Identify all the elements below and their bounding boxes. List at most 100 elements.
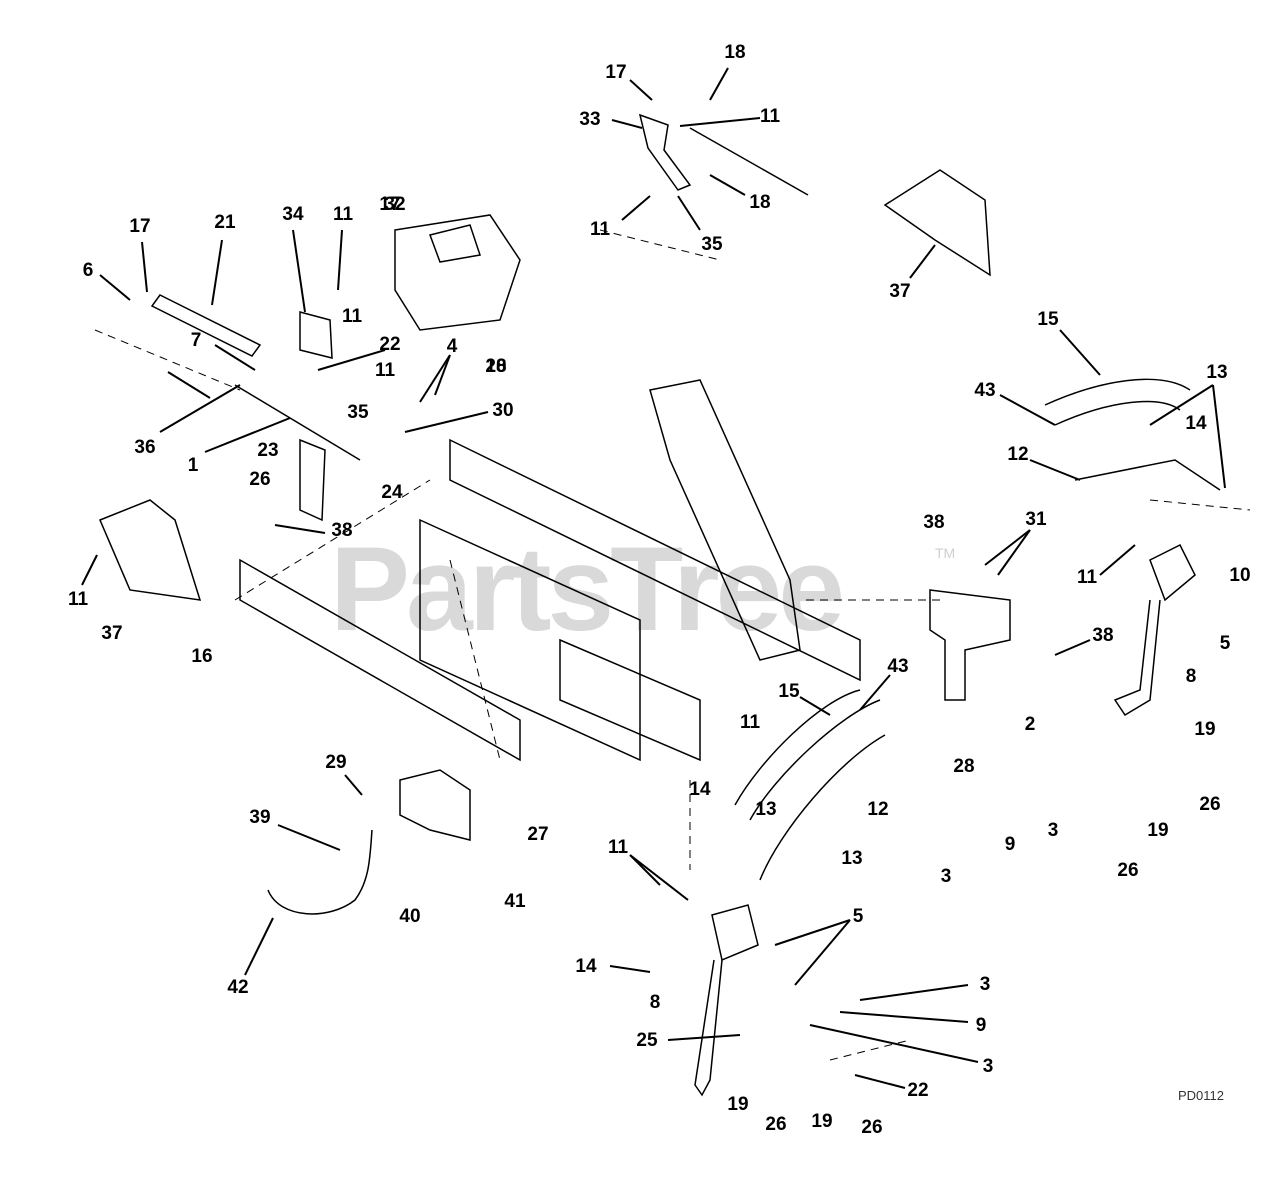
callout-label-36: 36 bbox=[134, 437, 155, 458]
diagram-code: PD0112 bbox=[1178, 1088, 1225, 1103]
callout-label-26: 26 bbox=[861, 1117, 882, 1138]
leader-13-b bbox=[1212, 384, 1226, 489]
leader-22-a bbox=[317, 349, 386, 371]
plate-23 bbox=[299, 438, 326, 522]
callout-label-17: 17 bbox=[379, 194, 400, 215]
leader-11-b bbox=[81, 554, 98, 586]
callout-label-8: 8 bbox=[650, 992, 661, 1013]
callout-label-16: 16 bbox=[191, 646, 212, 667]
pedal-hub-right bbox=[1149, 543, 1196, 602]
callout-label-14: 14 bbox=[1185, 413, 1207, 434]
leader-21 bbox=[211, 239, 223, 306]
callout-label-26: 26 bbox=[1199, 794, 1220, 815]
callout-label-38: 38 bbox=[923, 512, 944, 533]
callout-label-35: 35 bbox=[701, 234, 723, 255]
callout-label-38: 38 bbox=[1092, 625, 1113, 646]
callout-label-10: 10 bbox=[1229, 565, 1250, 586]
bracket-27 bbox=[399, 769, 471, 841]
side-plate-right bbox=[883, 169, 991, 277]
callout-label-24: 24 bbox=[381, 482, 403, 503]
leader-6 bbox=[99, 274, 131, 301]
callout-label-11: 11 bbox=[333, 204, 354, 225]
leader-17-top bbox=[629, 79, 653, 101]
callout-label-34: 34 bbox=[282, 204, 304, 225]
watermark-text: PartsTree bbox=[330, 522, 845, 656]
leader-11-top bbox=[679, 117, 761, 127]
callout-label-11: 11 bbox=[608, 837, 629, 858]
callout-label-30: 30 bbox=[492, 400, 513, 421]
cable-42 bbox=[267, 829, 373, 915]
transmission-pulley bbox=[429, 224, 481, 263]
callout-label-15: 15 bbox=[1037, 309, 1059, 330]
leader-3-lower-b bbox=[809, 1024, 979, 1063]
frame-upright bbox=[649, 379, 801, 661]
callout-label-26: 26 bbox=[765, 1114, 786, 1135]
hose-43-lower bbox=[749, 699, 881, 821]
callout-label-14: 14 bbox=[575, 956, 597, 977]
callout-label-26: 26 bbox=[249, 469, 270, 490]
bracket-28 bbox=[929, 589, 1011, 701]
leader-4-b bbox=[434, 354, 451, 396]
callout-label-20: 20 bbox=[485, 356, 506, 377]
leader-29 bbox=[344, 774, 363, 796]
shaft-1 bbox=[234, 384, 361, 461]
callout-label-18: 18 bbox=[485, 356, 506, 377]
callout-label-31: 31 bbox=[1025, 509, 1047, 530]
callout-label-19: 19 bbox=[1194, 719, 1215, 740]
callout-label-3: 3 bbox=[941, 866, 952, 887]
callout-label-3: 3 bbox=[980, 974, 991, 995]
leader-18-mid bbox=[709, 174, 746, 196]
leader-12-upper bbox=[1029, 459, 1081, 481]
leader-39 bbox=[277, 824, 341, 851]
control-rod-upper bbox=[689, 127, 809, 196]
frame-rail-left bbox=[239, 558, 521, 762]
leader-43-lower bbox=[859, 674, 891, 711]
hose-15-lower bbox=[734, 689, 861, 806]
callout-label-33: 33 bbox=[579, 109, 600, 130]
side-plate-left bbox=[99, 499, 202, 601]
callout-label-11: 11 bbox=[342, 306, 363, 327]
callout-label-43: 43 bbox=[974, 380, 995, 401]
callout-label-1: 1 bbox=[188, 455, 199, 476]
callout-label-13: 13 bbox=[755, 799, 776, 820]
leader-42 bbox=[244, 917, 274, 976]
callout-label-25: 25 bbox=[636, 1030, 658, 1051]
callout-label-2: 2 bbox=[1025, 714, 1036, 735]
callout-label-39: 39 bbox=[249, 807, 270, 828]
frame-rail-right bbox=[449, 438, 861, 682]
leader-17-a bbox=[141, 241, 148, 293]
leader-1 bbox=[204, 417, 291, 453]
leader-11-mid bbox=[621, 195, 651, 221]
callout-label-40: 40 bbox=[399, 906, 420, 927]
leader-25 bbox=[667, 1034, 741, 1041]
callout-label-19: 19 bbox=[811, 1111, 832, 1132]
callout-label-37: 37 bbox=[889, 281, 910, 302]
leader-11-a bbox=[337, 229, 343, 291]
leader-11-lower-b bbox=[629, 854, 689, 901]
frame-cross-member bbox=[419, 518, 641, 762]
leader-37-right bbox=[909, 244, 936, 279]
callout-label-11: 11 bbox=[760, 106, 781, 127]
leader-5-b bbox=[794, 919, 851, 986]
pedal-lever-right bbox=[1113, 599, 1161, 717]
callout-label-11: 11 bbox=[740, 712, 761, 733]
callout-label-19: 19 bbox=[727, 1094, 748, 1115]
leader-11-right bbox=[1099, 544, 1136, 576]
leader-3-lower-a bbox=[859, 984, 969, 1001]
hose-15-upper bbox=[1044, 378, 1191, 406]
leader-7 bbox=[214, 344, 256, 371]
callout-label-35: 35 bbox=[347, 402, 369, 423]
callout-label-11: 11 bbox=[590, 219, 611, 240]
callout-label-11: 11 bbox=[375, 360, 396, 381]
leader-15-lower bbox=[799, 696, 831, 716]
leader-5-a bbox=[774, 919, 851, 946]
callout-label-5: 5 bbox=[853, 906, 864, 927]
callout-label-32: 32 bbox=[384, 194, 405, 215]
callout-label-11: 11 bbox=[68, 589, 89, 610]
callout-label-23: 23 bbox=[257, 440, 278, 461]
callout-label-28: 28 bbox=[953, 756, 974, 777]
leader-13-a bbox=[1149, 384, 1214, 426]
callout-label-27: 27 bbox=[527, 824, 548, 845]
bracket-34 bbox=[299, 311, 333, 359]
